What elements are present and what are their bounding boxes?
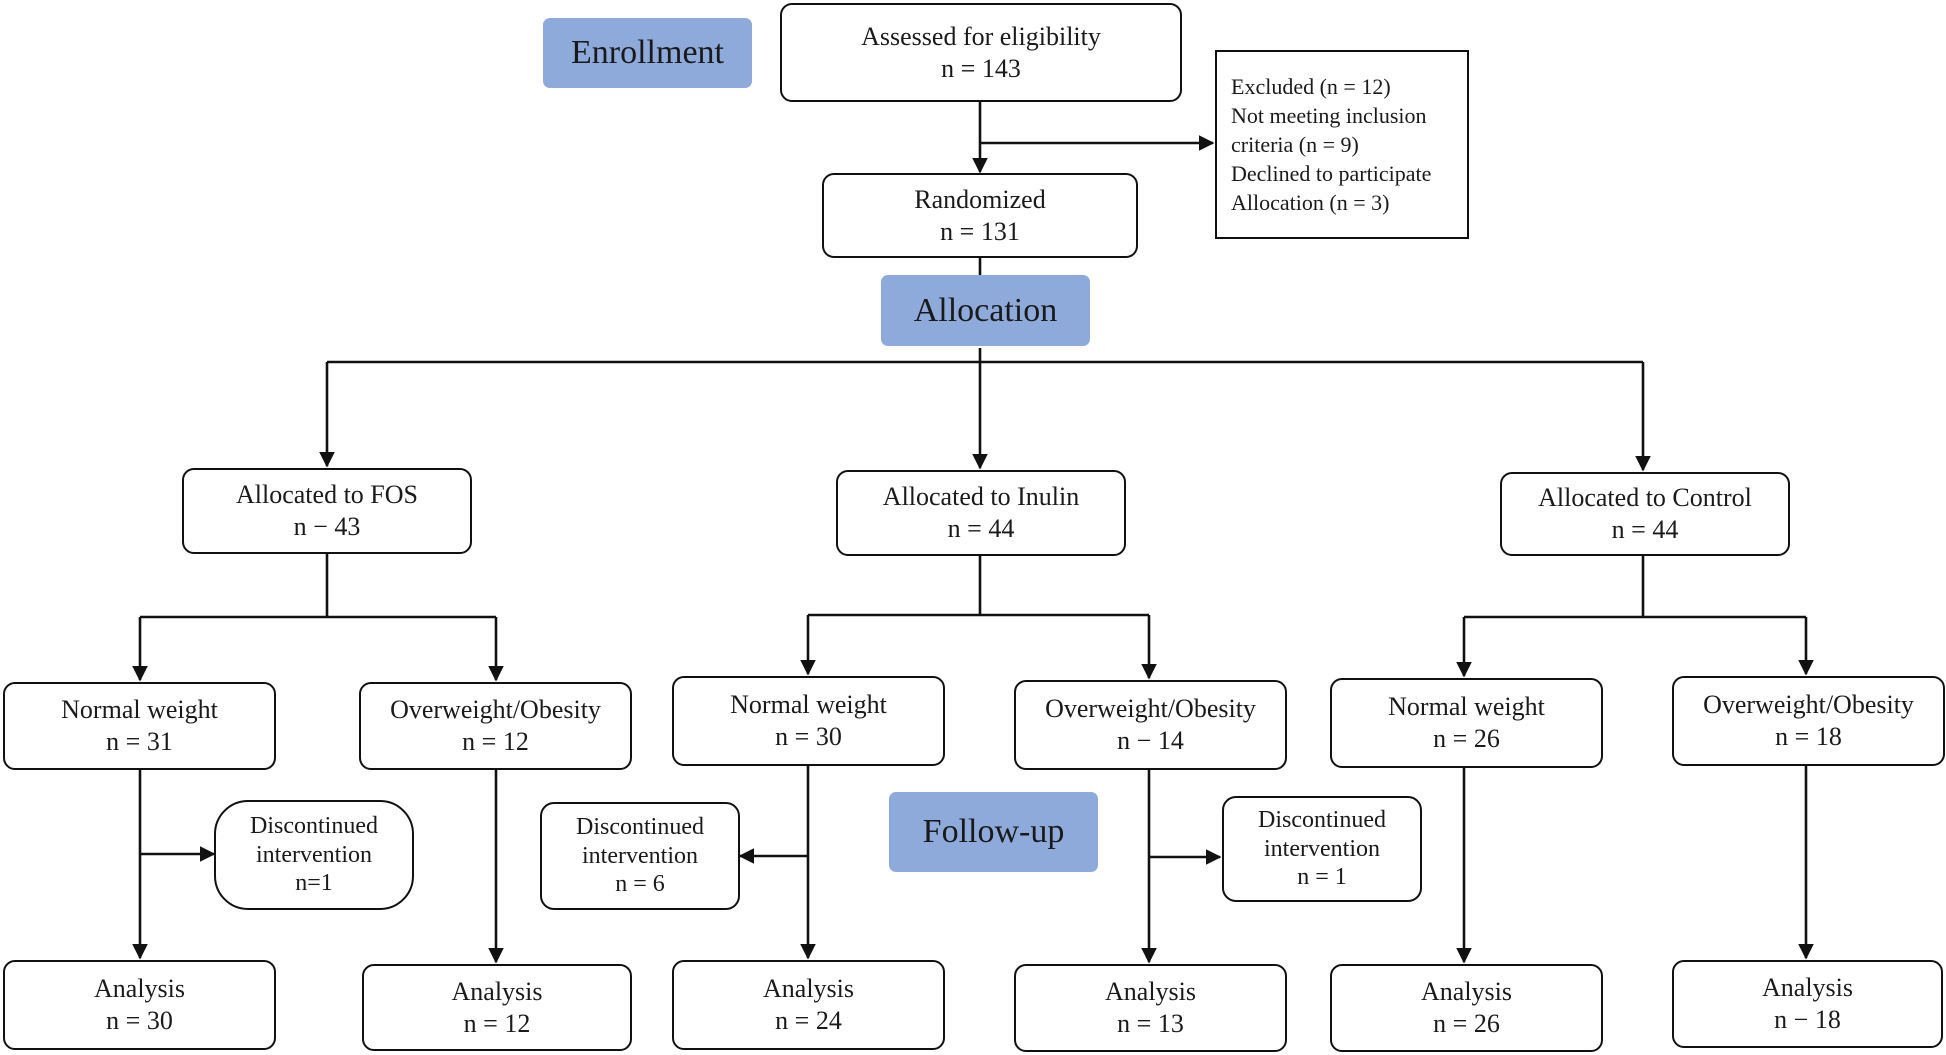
group-label: Normal weight — [1388, 692, 1545, 722]
analysis-label: Analysis — [1421, 977, 1512, 1007]
analysis-count: n = 12 — [463, 1008, 531, 1038]
discontinued-line: intervention — [582, 842, 698, 869]
group-count: n − 14 — [1117, 726, 1184, 755]
analysis-label: Analysis — [763, 974, 854, 1004]
arm-count: n = 44 — [1611, 515, 1679, 544]
followup-stage-label: Follow-up — [889, 792, 1098, 872]
excluded-line: Declined to participate — [1231, 161, 1432, 187]
fos-normal-analysis-box: Analysis n = 30 — [3, 960, 276, 1050]
control-overweight-analysis-box: Analysis n − 18 — [1672, 960, 1943, 1048]
arm-count: n − 43 — [293, 512, 361, 541]
assessed-label: Assessed for eligibility — [861, 21, 1101, 51]
arm-count: n = 44 — [947, 514, 1015, 543]
discontinued-line: intervention — [1264, 835, 1380, 862]
allocation-stage-label: Allocation — [881, 275, 1090, 346]
fos-overweight-analysis-box: Analysis n = 12 — [362, 964, 632, 1051]
discontinued-line: intervention — [256, 841, 372, 868]
analysis-label: Analysis — [1762, 973, 1853, 1003]
group-label: Normal weight — [61, 695, 218, 725]
randomized-count: n = 131 — [940, 216, 1020, 246]
analysis-count: n = 13 — [1117, 1009, 1184, 1038]
excluded-line: Excluded (n = 12) — [1231, 73, 1391, 99]
group-label: Normal weight — [730, 690, 887, 720]
fos-overweight-box: Overweight/Obesity n = 12 — [359, 682, 632, 770]
group-count: n = 30 — [775, 722, 842, 751]
analysis-label: Analysis — [1105, 977, 1196, 1007]
enrollment-stage-label: Enrollment — [543, 18, 752, 88]
randomized-box: Randomized n = 131 — [822, 173, 1138, 258]
analysis-count: n − 18 — [1774, 1005, 1841, 1034]
discontinued-line: Discontinued — [1258, 806, 1386, 833]
group-count: n = 12 — [462, 727, 529, 756]
discontinued-count: n = 1 — [1297, 864, 1347, 891]
group-count: n = 26 — [1433, 724, 1500, 753]
discontinued-line: Discontinued — [576, 813, 704, 840]
arm-control-box: Allocated to Control n = 44 — [1500, 472, 1790, 556]
analysis-label: Analysis — [451, 976, 543, 1006]
analysis-count: n = 26 — [1433, 1009, 1500, 1038]
arm-fos-box: Allocated to FOS n − 43 — [182, 468, 472, 554]
analysis-count: n = 30 — [106, 1006, 173, 1035]
assessed-box: Assessed for eligibility n = 143 — [780, 3, 1182, 102]
control-overweight-box: Overweight/Obesity n = 18 — [1672, 676, 1945, 766]
group-count: n = 31 — [106, 727, 173, 756]
excluded-box: Excluded (n = 12) Not meeting inclusion … — [1215, 50, 1469, 239]
fos-discontinued-box: Discontinued intervention n=1 — [214, 800, 414, 910]
discontinued-line: Discontinued — [250, 812, 378, 839]
inulin-normal-weight-box: Normal weight n = 30 — [672, 676, 945, 766]
group-count: n = 18 — [1775, 722, 1842, 751]
arm-label: Allocated to FOS — [236, 480, 418, 510]
excluded-line: Not meeting inclusion — [1231, 102, 1427, 128]
excluded-line: Allocation (n = 3) — [1231, 190, 1390, 216]
inulin-overweight-box: Overweight/Obesity n − 14 — [1014, 680, 1287, 770]
discontinued-count: n = 6 — [615, 871, 665, 898]
arm-inulin-box: Allocated to Inulin n = 44 — [836, 470, 1126, 556]
group-label: Overweight/Obesity — [1703, 690, 1914, 720]
discontinued-count: n=1 — [295, 870, 333, 897]
inulin-overweight-analysis-box: Analysis n = 13 — [1014, 964, 1287, 1052]
analysis-count: n = 24 — [775, 1006, 842, 1035]
control-normal-weight-box: Normal weight n = 26 — [1330, 678, 1603, 768]
inulin-overweight-discontinued-box: Discontinued intervention n = 1 — [1222, 796, 1422, 902]
fos-normal-weight-box: Normal weight n = 31 — [3, 682, 276, 770]
excluded-line: criteria (n = 9) — [1231, 131, 1359, 157]
arm-label: Allocated to Inulin — [882, 482, 1080, 512]
assessed-count: n = 143 — [941, 53, 1021, 83]
group-label: Overweight/Obesity — [390, 695, 601, 725]
inulin-normal-discontinued-box: Discontinued intervention n = 6 — [540, 802, 740, 910]
arm-label: Allocated to Control — [1538, 483, 1752, 513]
randomized-label: Randomized — [914, 184, 1046, 214]
analysis-label: Analysis — [94, 974, 185, 1004]
control-normal-analysis-box: Analysis n = 26 — [1330, 964, 1603, 1052]
inulin-normal-analysis-box: Analysis n = 24 — [672, 960, 945, 1050]
group-label: Overweight/Obesity — [1045, 694, 1256, 724]
